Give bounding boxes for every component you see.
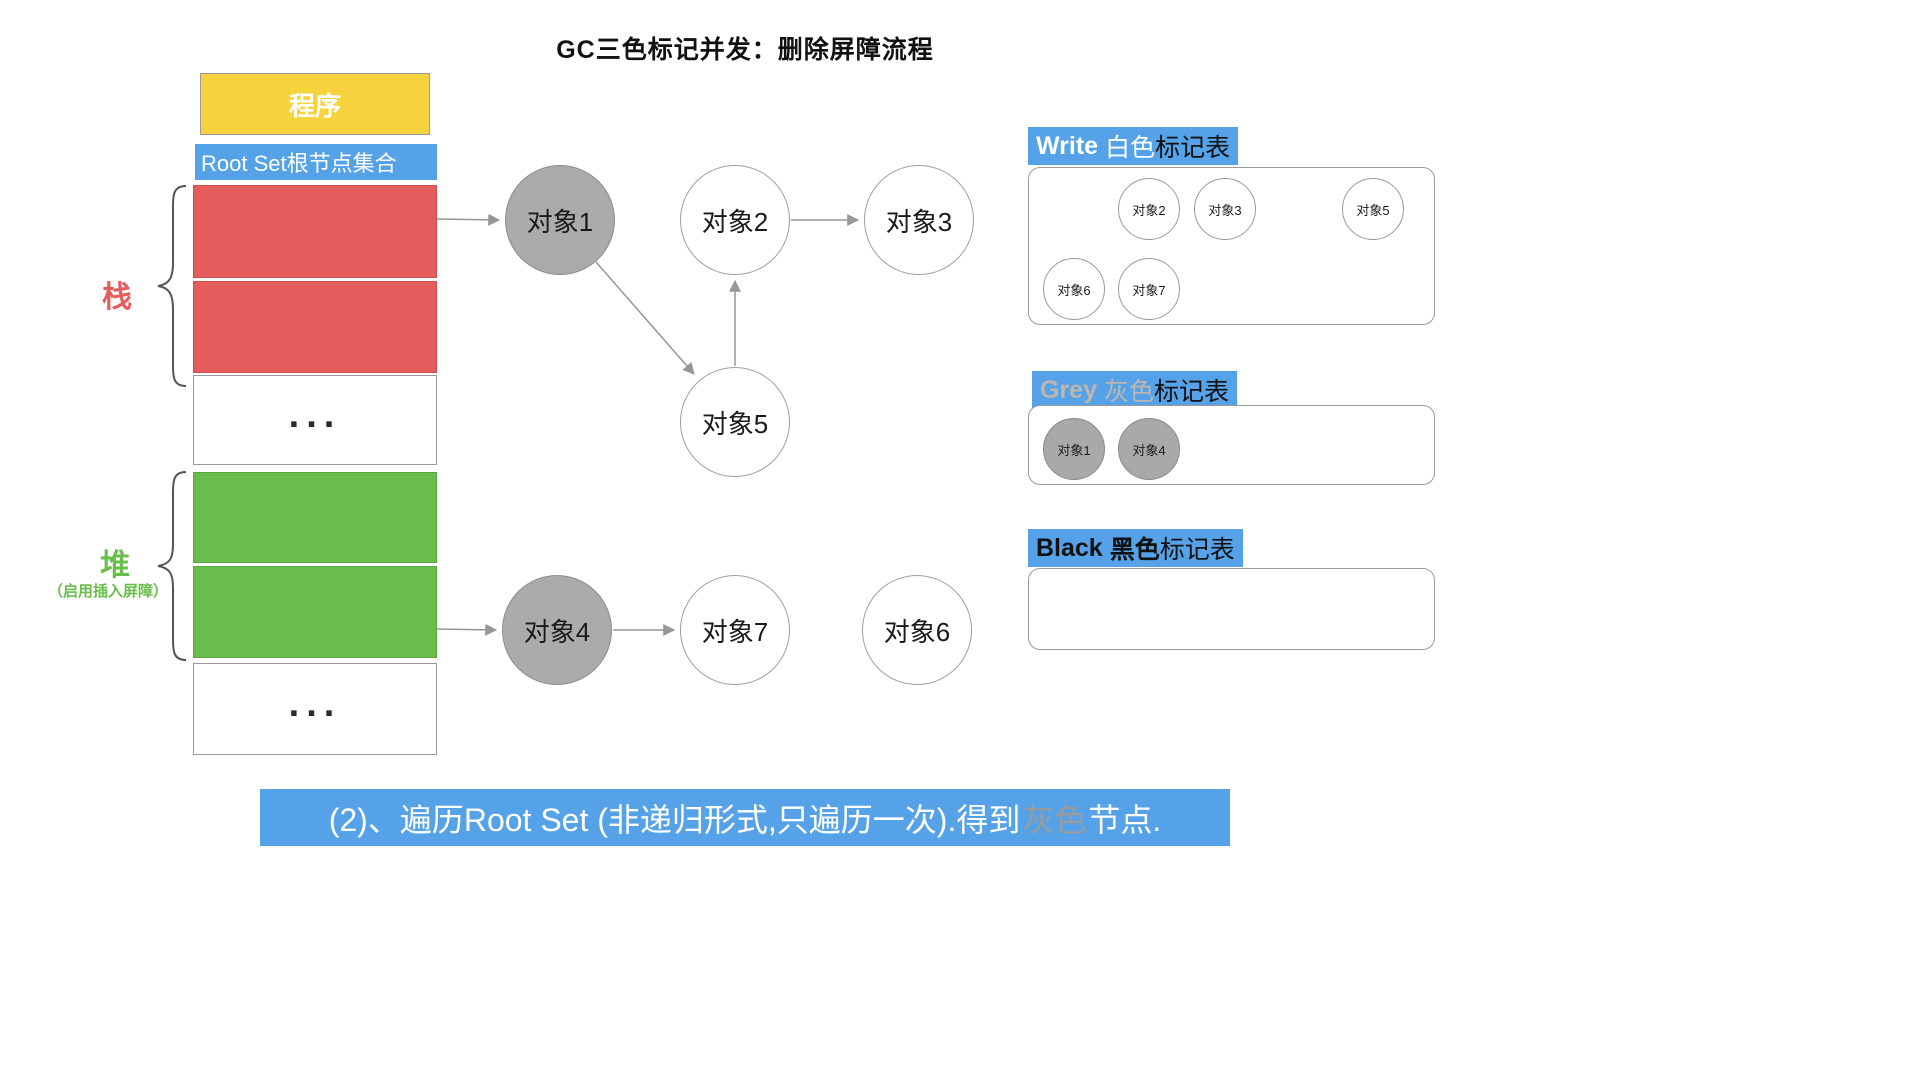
black-table-box [1028,568,1435,650]
black-table-title-suffix: 标记表 [1159,536,1235,564]
grey-table-title-en: Grey [1040,375,1097,404]
black-table-title-word: 黑色 [1109,536,1160,564]
grey-table-box: 对象1 对象4 [1028,405,1435,485]
root-set-label: Root Set根节点集合 [195,144,437,180]
white-table-title-suffix: 标记表 [1155,134,1231,162]
white-table-title-word: 白色 [1105,134,1156,162]
graph-node-obj6: 对象6 [862,575,972,685]
stack-label: 栈 [102,281,132,314]
white-table-box: 对象2 对象3 对象5 对象6 对象7 [1028,167,1435,325]
heap-block-2 [193,566,437,658]
heap-note: （启用插入屏障） [48,583,169,600]
caption-highlight: 灰色 [1022,801,1087,838]
program-box: 程序 [200,73,430,135]
stack-block-2 [193,281,437,373]
white-table-header: Write 白色 标记表 [1028,127,1239,165]
arrow-heap-to-obj4 [436,623,498,636]
grey-table-item: 对象4 [1118,418,1180,480]
white-table-title-en: Write [1036,131,1099,160]
heap-block-1 [193,472,437,563]
stack-brace [157,185,187,387]
arrow-obj1-to-obj5 [595,261,695,375]
graph-node-obj7: 对象7 [680,575,790,685]
graph-node-obj4: 对象4 [502,575,612,685]
grey-table-title-word: 灰色 [1103,378,1154,406]
graph-node-obj3: 对象3 [864,165,974,275]
grey-table-title-suffix: 标记表 [1154,378,1230,406]
grey-table-item: 对象1 [1043,418,1105,480]
black-table-header: Black 黑色 标记表 [1028,529,1243,567]
white-table-item: 对象6 [1043,258,1105,320]
graph-node-obj5: 对象5 [680,367,790,477]
heap-ellipsis: ... [288,682,342,725]
caption-part2: 节点. [1088,801,1162,838]
heap-ellipsis-box: ... [193,663,437,755]
stack-ellipsis-box: ... [193,375,437,465]
stack-block-1 [193,185,437,278]
white-table-item: 对象7 [1118,258,1180,320]
stack-ellipsis: ... [288,393,342,436]
white-table-item: 对象3 [1194,178,1256,240]
diagram-title: GC三色标记并发：删除屏障流程 [556,36,934,64]
graph-node-obj1: 对象1 [505,165,615,275]
black-table-title-en: Black [1036,533,1103,562]
white-table-item: 对象2 [1118,178,1180,240]
white-table-item: 对象5 [1342,178,1404,240]
graph-node-obj2: 对象2 [680,165,790,275]
caption-banner: (2)、遍历Root Set (非递归形式,只遍历一次).得到 灰色 节点. [260,789,1230,846]
heap-label: 堆 [100,549,130,582]
heap-brace [157,471,187,661]
grey-table-header: Grey 灰色 标记表 [1032,371,1238,409]
arrow-root-to-obj1 [436,213,501,226]
caption-part1: (2)、遍历Root Set (非递归形式,只遍历一次).得到 [328,801,1021,838]
